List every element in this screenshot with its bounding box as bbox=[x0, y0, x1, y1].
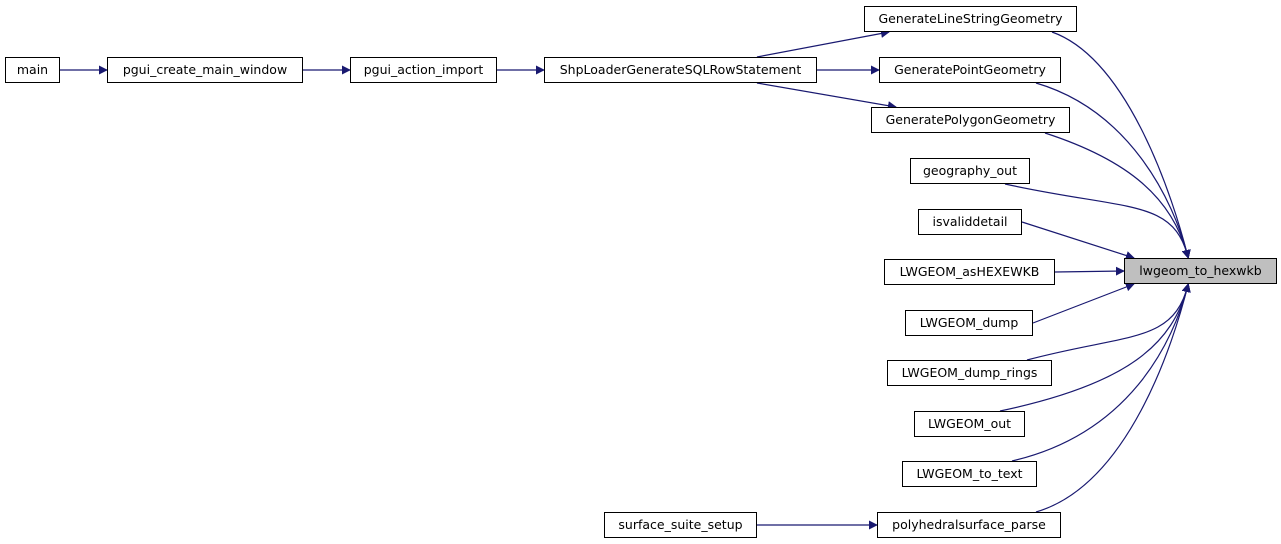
edge-lwgeom_dump_rings-to-focus bbox=[1026, 283, 1191, 361]
node-shploader-generate-sql-row-statement[interactable]: ShpLoaderGenerateSQLRowStatement bbox=[544, 57, 817, 83]
node-lwgeom-dump[interactable]: LWGEOM_dump bbox=[905, 310, 1033, 336]
edge-geography_out-to-focus bbox=[1004, 183, 1191, 259]
edge-generate_polygon_geometry-to-focus bbox=[1044, 132, 1191, 259]
edge-generate_point_geometry-to-focus bbox=[1035, 82, 1191, 259]
node-surface-suite-setup[interactable]: surface_suite_setup bbox=[604, 512, 757, 538]
edge-lwgeom_dump-to-focus bbox=[1032, 282, 1135, 324]
node-lwgeom-to-hexwkb: lwgeom_to_hexwkb bbox=[1124, 258, 1277, 284]
edge-lwgeom_to_text-to-focus bbox=[1011, 283, 1191, 462]
node-generate-point-geometry[interactable]: GeneratePointGeometry bbox=[879, 57, 1061, 83]
node-lwgeom-dump-rings[interactable]: LWGEOM_dump_rings bbox=[887, 360, 1052, 386]
node-generate-line-string-geometry[interactable]: GenerateLineStringGeometry bbox=[864, 6, 1077, 32]
node-lwgeom-ashexewkb[interactable]: LWGEOM_asHEXEWKB bbox=[884, 259, 1055, 285]
edge-shploader_generate_sql_row_statement-to-generate_line_string_geometry bbox=[756, 29, 890, 58]
node-lwgeom-out[interactable]: LWGEOM_out bbox=[914, 411, 1025, 437]
node-geography-out[interactable]: geography_out bbox=[910, 158, 1030, 184]
edge-isvaliddetail-to-focus bbox=[1021, 221, 1135, 260]
edge-shploader_generate_sql_row_statement-to-generate_polygon_geometry bbox=[756, 82, 897, 111]
node-main[interactable]: main bbox=[5, 57, 60, 83]
edge-generate_line_string_geometry-to-focus bbox=[1051, 31, 1191, 259]
node-polyhedralsurface-parse[interactable]: polyhedralsurface_parse bbox=[877, 512, 1061, 538]
node-generate-polygon-geometry[interactable]: GeneratePolygonGeometry bbox=[871, 107, 1070, 133]
edge-lwgeom_out-to-focus bbox=[999, 283, 1191, 412]
edge-polyhedralsurface_parse-to-focus bbox=[1035, 283, 1191, 513]
node-pgui-action-import[interactable]: pgui_action_import bbox=[350, 57, 497, 83]
edge-lwgeom_as_hexewkb-to-focus bbox=[1054, 266, 1125, 276]
node-pgui-create-main-window[interactable]: pgui_create_main_window bbox=[107, 57, 303, 83]
node-isvaliddetail[interactable]: isvaliddetail bbox=[918, 209, 1022, 235]
node-lwgeom-to-text[interactable]: LWGEOM_to_text bbox=[902, 461, 1037, 487]
